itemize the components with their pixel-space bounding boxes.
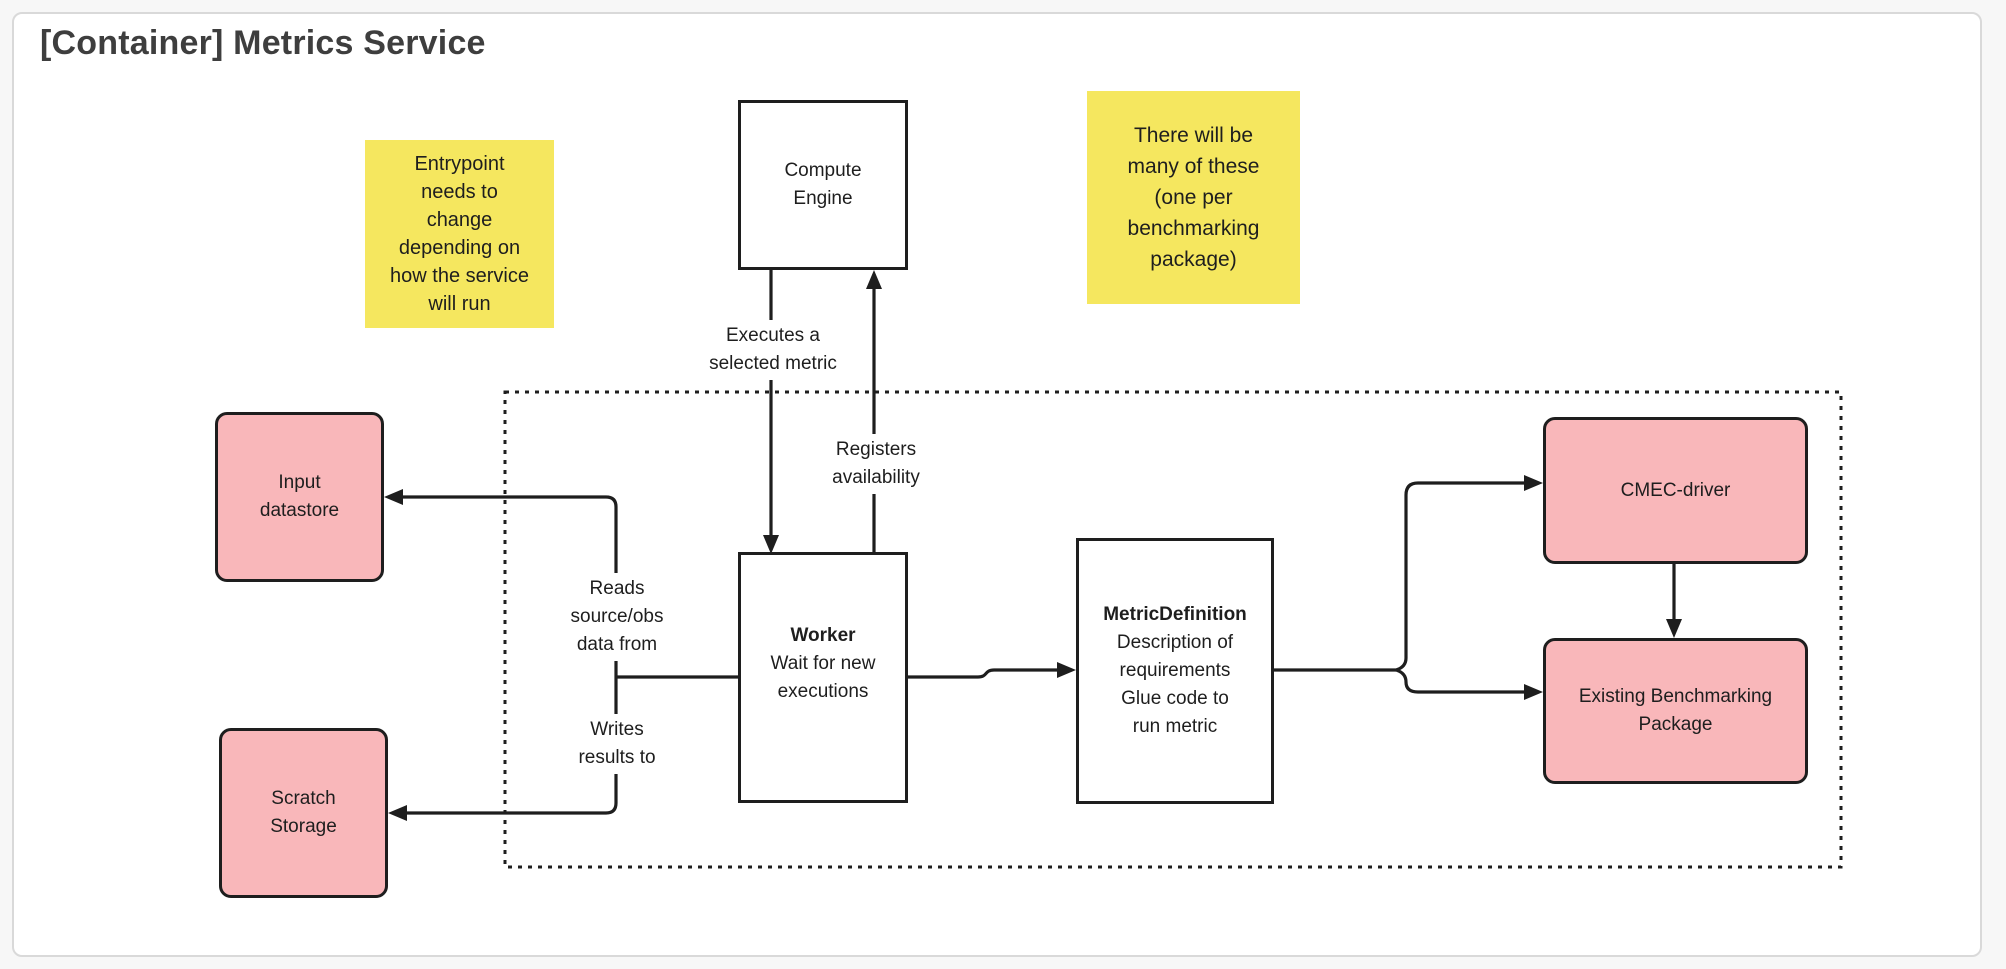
node-title: Worker (790, 625, 856, 646)
arrowhead-into-metricdefinition (1057, 662, 1076, 678)
node-label: CMEC-driver (1620, 479, 1731, 501)
note-line: package) (1150, 248, 1237, 271)
edge-label-line: source/obs (570, 606, 664, 627)
arrowhead-into-existing-package (1524, 684, 1543, 700)
node-label: datastore (259, 500, 340, 521)
sticky-note-many-packages: There will be many of these (one per ben… (1087, 91, 1300, 304)
edge-label-line: availability (832, 467, 920, 488)
note-line: There will be (1133, 124, 1254, 147)
sticky-note-entrypoint: Entrypoint needs to change depending on … (365, 140, 554, 328)
node-label: Package (1638, 714, 1713, 735)
edge-label-line: Executes a (726, 325, 820, 346)
edge-label-registers-availability: Registers availability (826, 434, 926, 494)
edge-metricdefinition-to-cmec (1274, 481, 1527, 672)
node-label: Input (278, 472, 321, 493)
node-compute-engine: Compute Engine (738, 100, 908, 270)
arrowhead-into-scratch-storage (388, 805, 407, 821)
edge-label-line: data from (576, 634, 658, 655)
node-title: MetricDefinition (1103, 604, 1247, 625)
arrowhead-down-into-existing-package (1666, 619, 1682, 638)
node-input-datastore: Input datastore (215, 412, 384, 582)
note-line: will run (428, 293, 491, 315)
arrowhead-up-into-compute-engine (866, 270, 882, 289)
edge-worker-to-metricdefinition (908, 668, 1060, 679)
note-line: depending on (398, 237, 521, 259)
node-label: Engine (793, 188, 853, 209)
edge-label-line: Reads (589, 578, 645, 599)
edge-label-line: Writes (590, 719, 644, 740)
node-label: Storage (270, 816, 337, 837)
node-cmec-driver: CMEC-driver (1543, 417, 1808, 564)
node-worker: Worker Wait for new executions (738, 552, 908, 803)
edge-label-line: Registers (835, 439, 917, 460)
note-line: many of these (1127, 155, 1260, 178)
node-existing-benchmarking-package: Existing Benchmarking Package (1543, 638, 1808, 784)
note-line: Entrypoint (414, 153, 505, 175)
note-line: change (426, 209, 493, 231)
node-scratch-storage: Scratch Storage (219, 728, 388, 898)
node-label: Existing Benchmarking (1578, 686, 1773, 707)
edge-label-line: results to (578, 747, 656, 768)
service-boundary-dotted-box (503, 390, 1843, 869)
edge-label-line: selected metric (709, 353, 837, 374)
arrowhead-down-into-worker (763, 535, 779, 554)
node-label: Compute (784, 160, 862, 181)
node-label: executions (777, 681, 869, 702)
note-line: (one per (1154, 186, 1233, 209)
note-line: benchmarking (1127, 217, 1260, 240)
edge-label-reads-source-obs-data: Reads source/obs data from (564, 573, 670, 661)
node-metric-definition: MetricDefinition Description of requirem… (1076, 538, 1274, 804)
node-label: Description of (1116, 632, 1234, 653)
node-label: Scratch (271, 788, 336, 809)
edge-label-executes-selected-metric: Executes a selected metric (703, 320, 843, 380)
node-label: Glue code to (1121, 688, 1229, 709)
edge-label-writes-results-to: Writes results to (572, 714, 662, 774)
arrowhead-into-cmec-driver (1524, 475, 1543, 491)
node-label: run metric (1132, 716, 1218, 737)
edge-metricdefinition-to-existing-package (1395, 668, 1527, 694)
note-line: needs to (421, 181, 498, 203)
node-label: Wait for new (770, 653, 876, 674)
page-title: [Container] Metrics Service (40, 24, 486, 62)
arrowhead-into-input-datastore (384, 489, 403, 505)
node-label: requirements (1119, 660, 1231, 681)
note-line: how the service (390, 265, 529, 287)
